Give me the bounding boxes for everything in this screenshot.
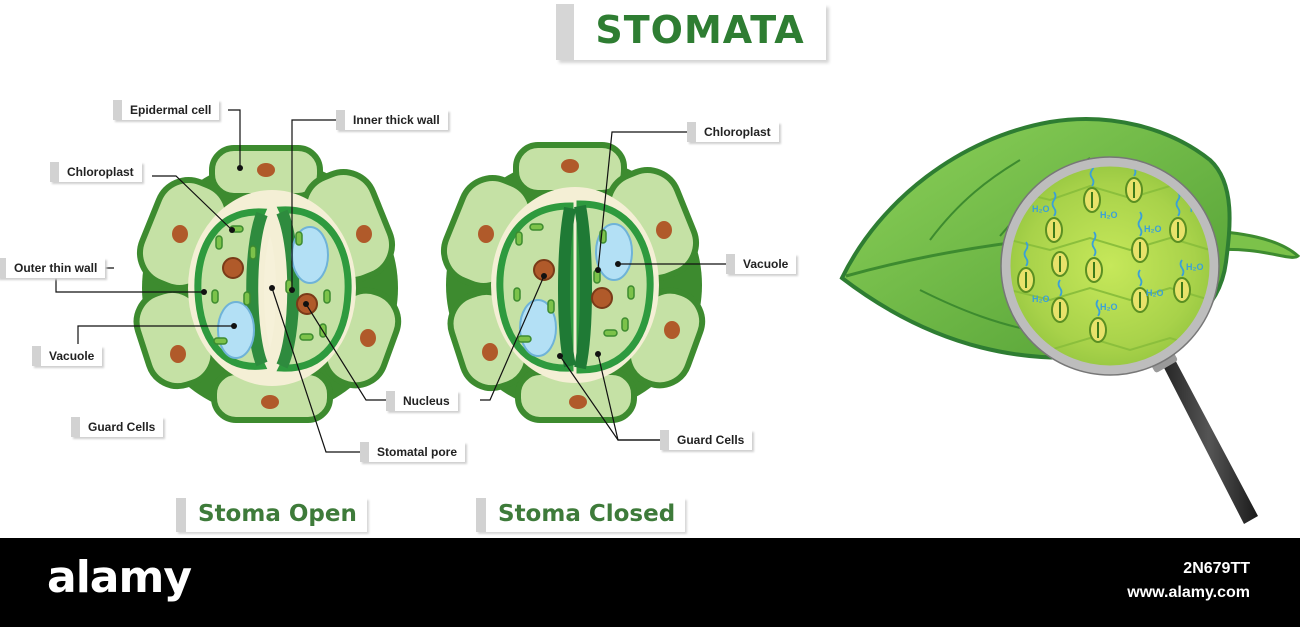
svg-text:H₂O: H₂O — [1186, 262, 1204, 272]
label-guard-cells-open: Guard Cells — [71, 417, 164, 437]
label-chloroplast-closed: Chloroplast — [687, 122, 779, 142]
stoma-open-illustration — [133, 145, 402, 423]
label-guard-cells-closed: Guard Cells — [660, 430, 753, 450]
label-nucleus: Nucleus — [386, 391, 458, 411]
magnifier-handle — [1148, 347, 1258, 524]
leader-dots — [201, 165, 621, 359]
site-url: www.alamy.com — [1127, 584, 1250, 601]
page-title: STOMATA — [595, 8, 805, 52]
svg-text:H₂O: H₂O — [1144, 224, 1162, 234]
stomatal-pore-open — [264, 236, 276, 348]
title-box: STOMATA — [556, 4, 826, 60]
svg-text:H₂O: H₂O — [1032, 294, 1050, 304]
diagram-canvas: H₂O H₂O H₂O H₂O H₂O H₂O H₂O H₂O H₂O H₂O … — [0, 4, 1300, 532]
watermark-footer: alamy 2N679TT www.alamy.com — [0, 538, 1300, 627]
leader-lines — [55, 109, 730, 453]
label-vacuole-open: Vacuole — [32, 346, 103, 366]
svg-text:H₂O: H₂O — [1100, 302, 1118, 312]
stoma-closed-illustration — [441, 142, 706, 423]
brand-logo: alamy — [47, 552, 192, 603]
title-accent-bar — [556, 4, 574, 60]
epidermal-cells-open — [133, 145, 402, 423]
magnified-leaf-surface: H₂O H₂O H₂O H₂O H₂O H₂O H₂O H₂O H₂O H₂O … — [1008, 164, 1212, 368]
svg-text:H₂O: H₂O — [1146, 288, 1164, 298]
label-outer-thin-wall: Outer thin wall — [0, 258, 106, 278]
label-epidermal-cell: Epidermal cell — [113, 100, 220, 120]
label-inner-thick-wall: Inner thick wall — [336, 110, 448, 130]
label-chloroplast-open: Chloroplast — [50, 162, 142, 182]
image-code: 2N679TT — [1183, 560, 1250, 577]
caption-stoma-closed: Stoma Closed — [476, 498, 686, 532]
label-stomatal-pore: Stomatal pore — [360, 442, 466, 462]
magnifier-lens-rim — [1001, 157, 1219, 375]
label-vacuole-closed: Vacuole — [726, 254, 797, 274]
svg-text:H₂O: H₂O — [1100, 210, 1118, 220]
caption-stoma-open: Stoma Open — [176, 498, 367, 532]
svg-text:H₂O: H₂O — [1032, 204, 1050, 214]
diagram-artwork: H₂O H₂O H₂O H₂O H₂O H₂O H₂O H₂O H₂O H₂O … — [55, 109, 1300, 524]
